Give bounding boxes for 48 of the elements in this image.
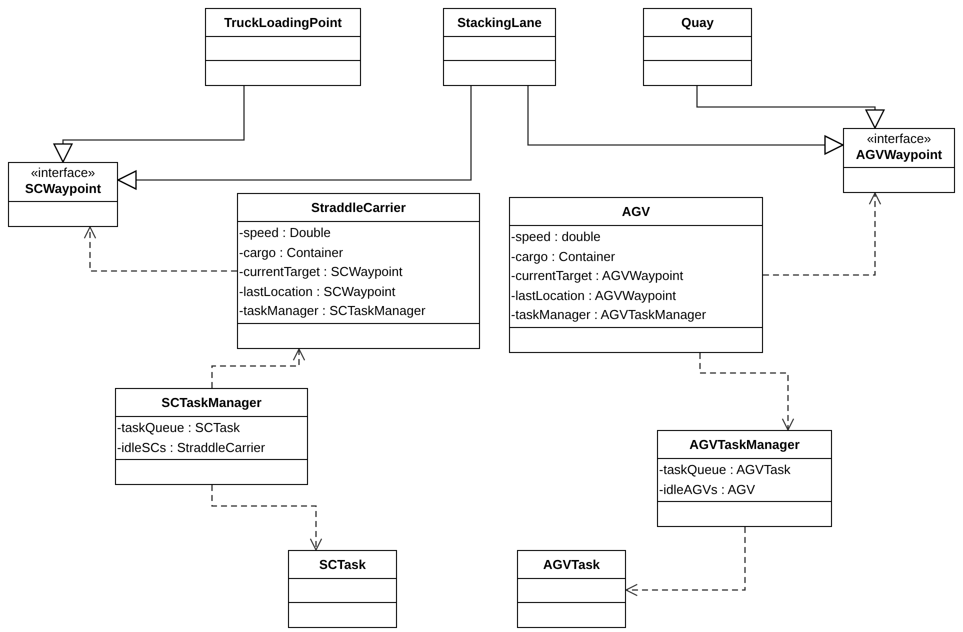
attribute-text: -idleAGVs : AGV [659,480,756,498]
dependency-arrow [211,348,306,388]
attribute-text: -taskQueue : AGVTask [659,461,791,479]
attribute-text: -speed : Double [239,224,331,242]
class-box [237,193,480,348]
attribute-text: -currentTarget : SCWaypoint [239,263,403,281]
class-name: AGV [622,204,650,220]
attribute-text: -cargo : Container [239,244,344,262]
class-box [205,8,361,86]
class-name: TruckLoadingPoint [224,15,342,31]
class-name: StraddleCarrier [311,200,406,216]
attribute-text: -taskManager : AGVTaskManager [511,306,706,324]
attribute-text: -currentTarget : AGVWaypoint [511,267,684,285]
stereotype-label: «interface» [30,165,96,181]
class-box [443,8,556,86]
stereotype-label: «interface» [866,131,932,147]
dependency-arrow [625,527,746,596]
dependency-arrow [211,485,322,551]
dependency-arrow [699,353,794,431]
class-box [517,550,626,628]
attribute-text: -lastLocation : AGVWaypoint [511,286,676,305]
generalization-arrow [696,86,885,129]
class-box [288,550,397,628]
attribute-text: -speed : double [511,228,601,246]
class-name: AGVTaskManager [689,437,800,453]
class-name: StackingLane [457,15,542,31]
attribute-text: -taskQueue : SCTask [117,419,240,437]
attribute-text: -lastLocation : SCWaypoint [239,282,396,301]
class-box [115,388,308,485]
interface-box [8,162,118,227]
attribute-text: -taskManager : SCTaskManager [239,302,426,320]
generalization-arrow [53,86,245,163]
dependency-arrow [84,226,237,272]
interface-name: AGVWaypoint [856,147,942,163]
class-box [657,430,832,527]
attribute-text: -cargo : Container [511,248,616,266]
attribute-text: -idleSCs : StraddleCarrier [117,438,266,456]
class-name: AGVTask [543,557,600,573]
dependency-arrow [763,192,882,276]
generalization-arrow [117,86,472,190]
generalization-arrow [527,86,844,155]
class-box [509,197,763,352]
class-name: SCTaskManager [161,395,262,411]
class-name: Quay [681,15,714,31]
class-name: SCTask [319,557,366,573]
interface-name: SCWaypoint [24,181,102,197]
class-box [643,8,752,86]
interface-box [843,128,955,193]
